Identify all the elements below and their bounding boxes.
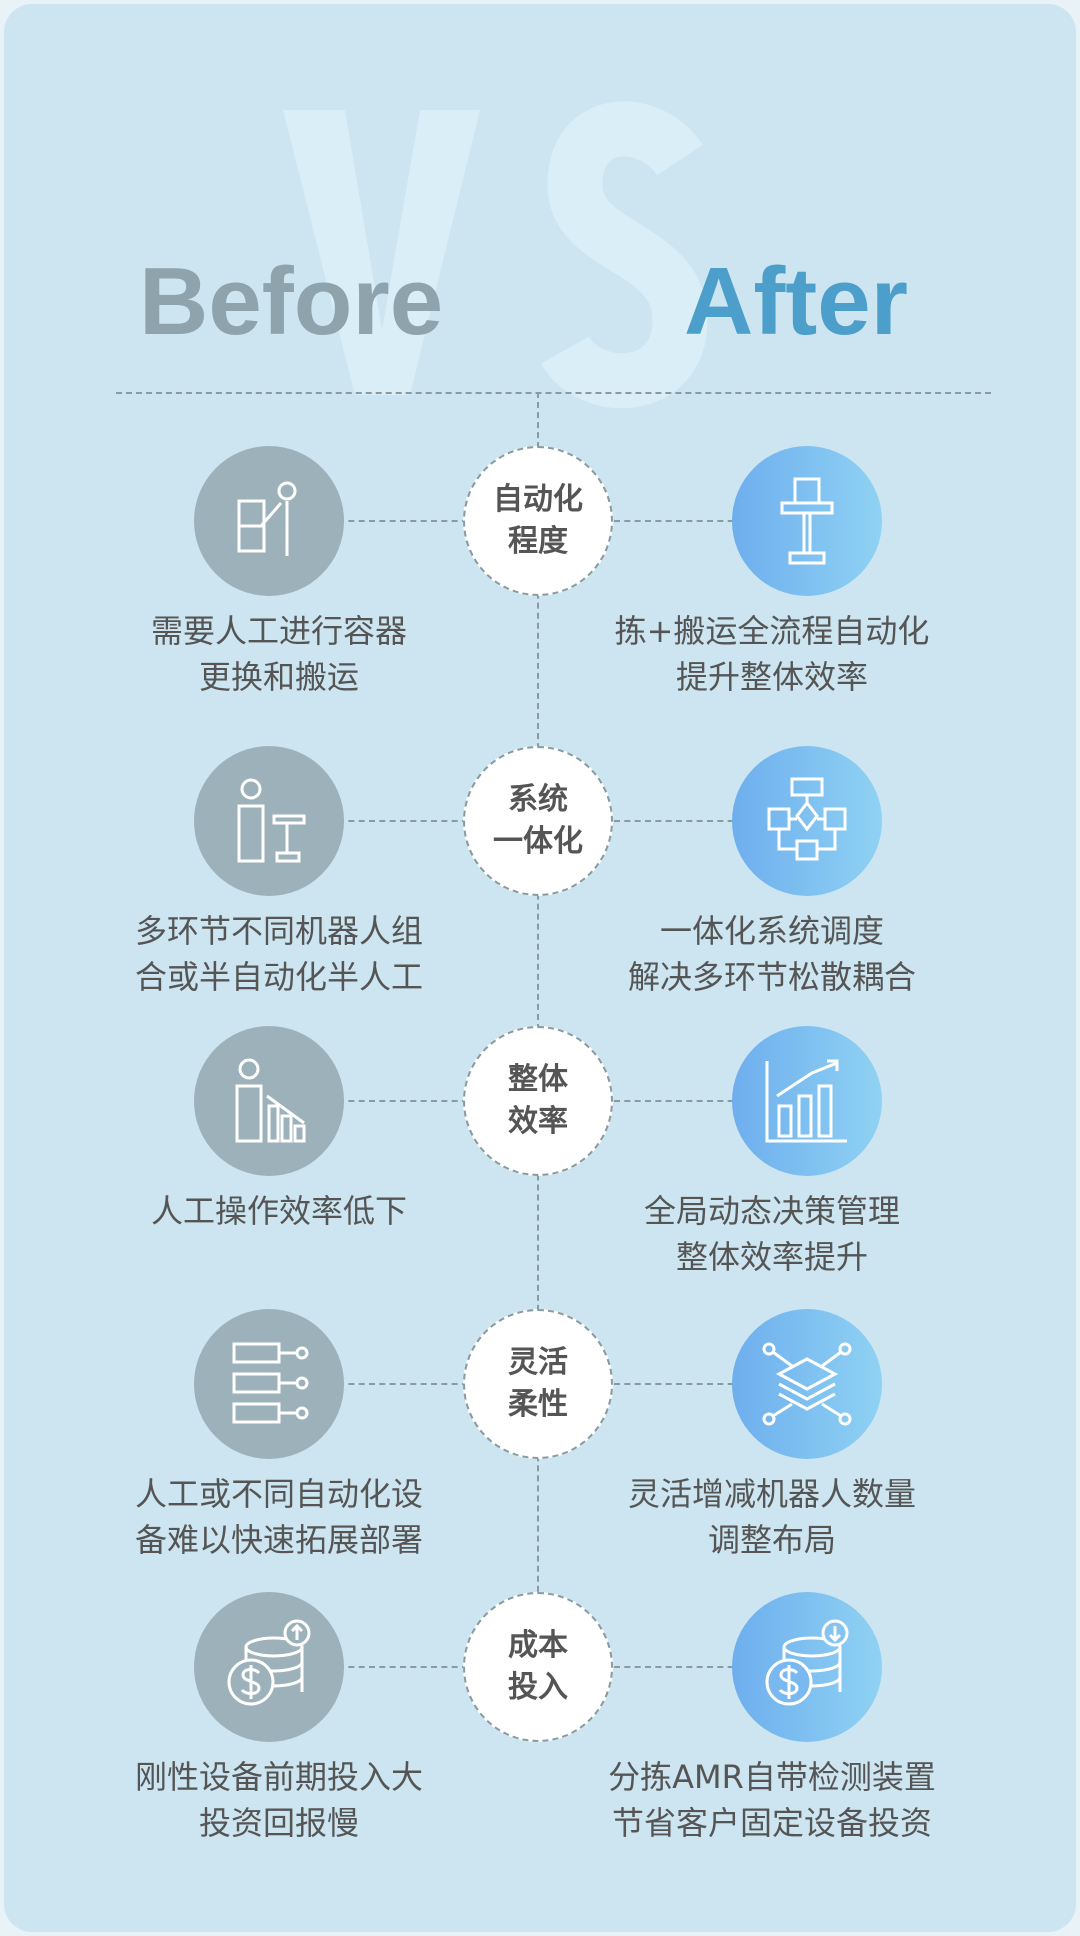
after-description: 灵活增减机器人数量调整布局 [552, 1471, 992, 1563]
after-line: 节省客户固定设备投资 [611, 1804, 932, 1842]
after-line: 分拣AMR自带检测装置 [608, 1758, 936, 1796]
category-badge: 系统一体化 [463, 746, 613, 896]
category-label: 系统 [508, 782, 568, 817]
before-icon-circle [194, 1026, 344, 1176]
before-line: 人工操作效率低下 [150, 1192, 407, 1230]
cost-up-coins-icon [227, 1619, 311, 1706]
before-description: 多环节不同机器人组合或半自动化半人工 [59, 908, 499, 1000]
connector-right [614, 1100, 744, 1102]
after-heading: After [684, 248, 909, 355]
category-label: 灵活 [508, 1345, 568, 1380]
comparison-row: 整体效率人工操作效率低下 全局动态决策管理整体效率提升 [4, 1026, 1076, 1276]
before-icon-circle [194, 746, 344, 896]
category-label: 自动化 [493, 482, 583, 517]
after-description: 一体化系统调度解决多环节松散耦合 [552, 908, 992, 1000]
comparison-row: 自动化程度需要人工进行容器更换和搬运 拣+搬运全流程自动化提升整体效率 [4, 446, 1076, 696]
before-line: 合或半自动化半人工 [134, 958, 423, 996]
after-icon-circle [732, 1309, 882, 1459]
after-line: 全局动态决策管理 [643, 1192, 900, 1230]
after-description: 全局动态决策管理整体效率提升 [552, 1188, 992, 1280]
after-icon-circle [732, 446, 882, 596]
category-label: 一体化 [493, 824, 583, 859]
connector-left [338, 820, 468, 822]
category-label: 程度 [508, 524, 568, 559]
after-line: 灵活增减机器人数量 [627, 1475, 916, 1513]
before-icon-circle [194, 1592, 344, 1742]
category-label: 效率 [508, 1104, 568, 1139]
robot-lift-icon [780, 477, 834, 565]
connector-right [614, 1666, 744, 1668]
after-line: 整体效率提升 [675, 1238, 868, 1276]
cost-down-coins-icon [765, 1619, 849, 1706]
after-description: 拣+搬运全流程自动化提升整体效率 [552, 608, 992, 700]
rising-chart-icon [765, 1059, 847, 1143]
before-line: 投资回报慢 [198, 1804, 359, 1842]
before-description: 人工或不同自动化设备难以快速拓展部署 [59, 1471, 499, 1563]
vs-watermark [283, 101, 708, 409]
comparison-row: 灵活柔性人工或不同自动化设备难以快速拓展部署 灵活增减机器人数量调整布局 [4, 1309, 1076, 1559]
after-line: 一体化系统调度 [659, 912, 884, 950]
after-icon-circle [732, 1592, 882, 1742]
comparison-card: Before After 自动化程度需要人工进行容器更换和搬运拣+搬运全流程自动… [4, 4, 1076, 1932]
category-label: 整体 [508, 1062, 568, 1097]
before-line: 多环节不同机器人组 [134, 912, 423, 950]
category-label: 柔性 [508, 1387, 568, 1422]
before-description: 刚性设备前期投入大投资回报慢 [59, 1754, 499, 1846]
fixed-modules-icon [232, 1342, 309, 1424]
connector-right [614, 820, 744, 822]
before-description: 需要人工进行容器更换和搬运 [59, 608, 499, 700]
after-line: 提升整体效率 [675, 658, 868, 696]
category-badge: 整体效率 [463, 1026, 613, 1176]
after-line: 解决多环节松散耦合 [627, 958, 916, 996]
before-icon-circle [194, 1309, 344, 1459]
before-line: 需要人工进行容器 [150, 612, 407, 650]
connector-left [338, 520, 468, 522]
worker-carrying-boxes-icon [237, 481, 297, 556]
worker-declining-chart-icon [235, 1058, 306, 1143]
category-badge: 灵活柔性 [463, 1309, 613, 1459]
after-icon-circle [732, 746, 882, 896]
before-description: 人工操作效率低下 [59, 1188, 499, 1234]
connector-left [338, 1100, 468, 1102]
connector-right [614, 520, 744, 522]
comparison-row: 成本投入刚性设备前期投入大投资回报慢 分拣AMR自带检测装置节省客户固定设备投资 [4, 1592, 1076, 1842]
divider-horizontal [116, 392, 991, 394]
before-line: 人工或不同自动化设 [134, 1475, 423, 1513]
category-label: 成本 [508, 1628, 568, 1663]
after-line: 拣+搬运全流程自动化 [614, 612, 930, 650]
before-line: 备难以快速拓展部署 [134, 1521, 423, 1559]
category-badge: 自动化程度 [463, 446, 613, 596]
after-line: 调整布局 [707, 1521, 836, 1559]
category-label: 投入 [508, 1670, 568, 1705]
flowchart-icon [767, 777, 847, 861]
before-heading: Before [139, 248, 444, 355]
comparison-row: 系统一体化多环节不同机器人组合或半自动化半人工 一体化系统调度解决多环节松散耦合 [4, 746, 1076, 996]
before-line: 更换和搬运 [198, 658, 359, 696]
connector-left [338, 1666, 468, 1668]
before-line: 刚性设备前期投入大 [134, 1758, 423, 1796]
category-badge: 成本投入 [463, 1592, 613, 1742]
after-description: 分拣AMR自带检测装置节省客户固定设备投资 [552, 1754, 992, 1846]
before-icon-circle [194, 446, 344, 596]
layers-network-icon [762, 1342, 852, 1426]
worker-with-robot-icon [237, 778, 306, 863]
after-icon-circle [732, 1026, 882, 1176]
connector-right [614, 1383, 744, 1385]
connector-left [338, 1383, 468, 1385]
